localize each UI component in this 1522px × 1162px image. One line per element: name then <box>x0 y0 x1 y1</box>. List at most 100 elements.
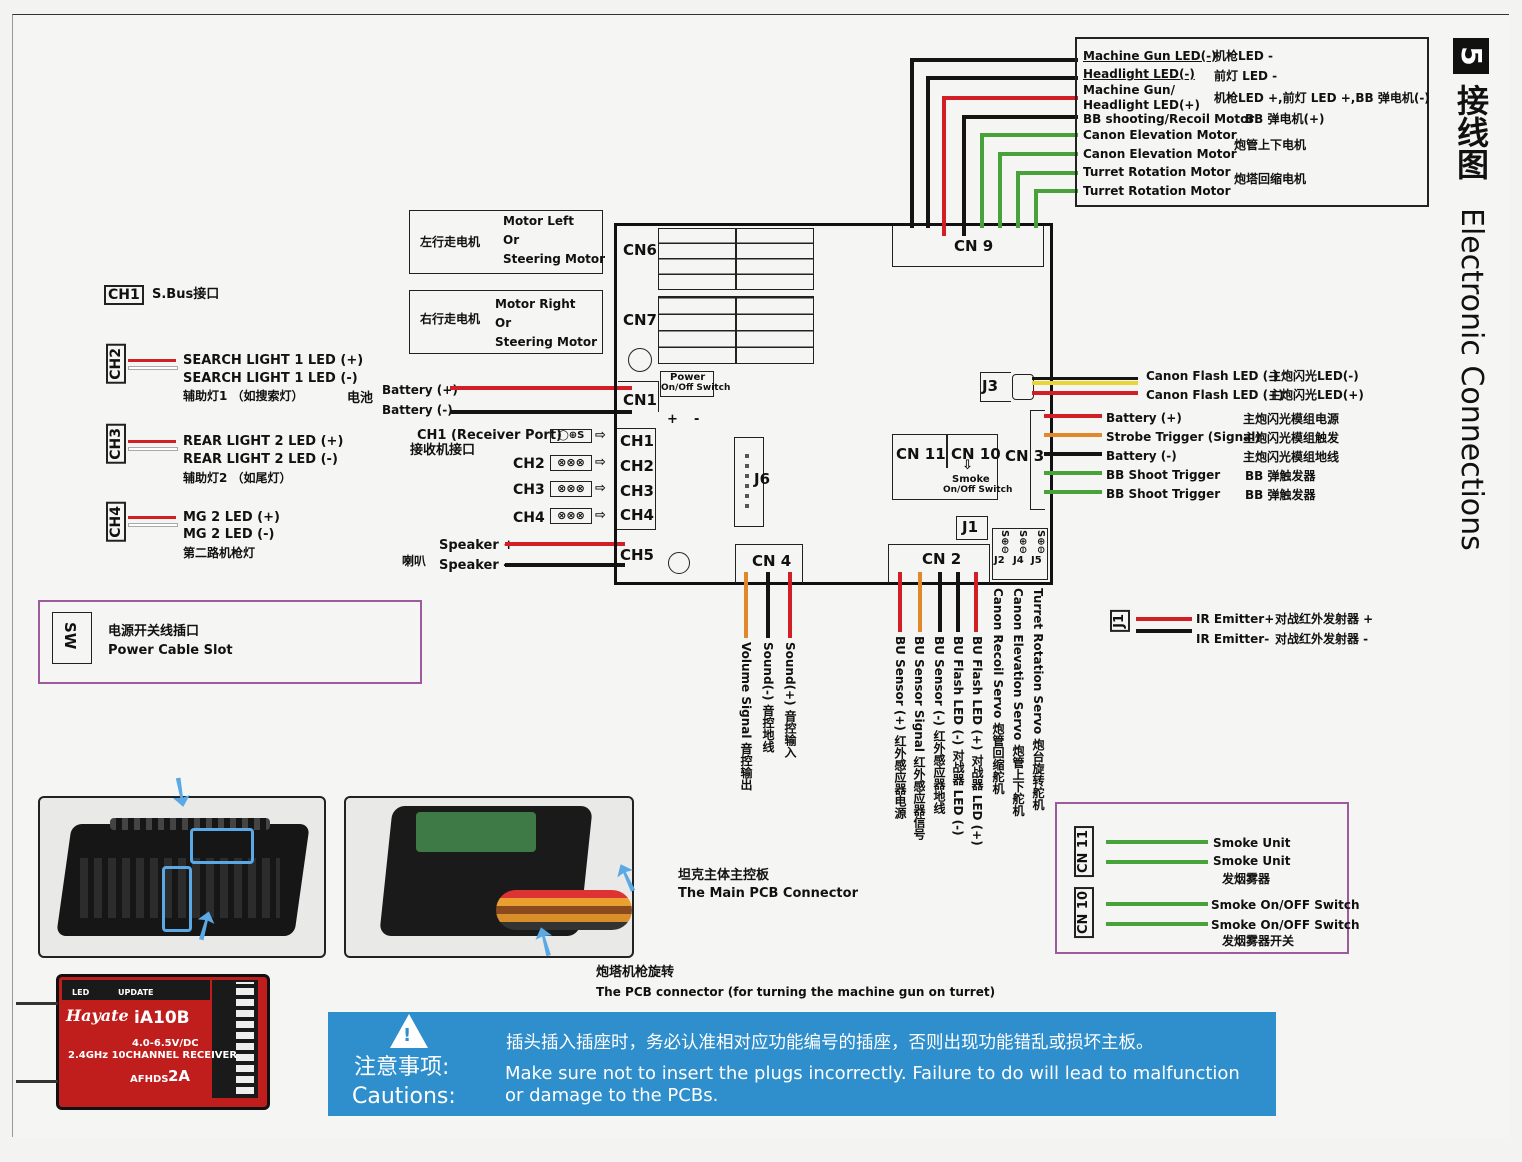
ch4-line1: MG 2 LED (+) <box>183 510 280 525</box>
receiver-led: LED <box>72 988 90 997</box>
j1-box <box>956 516 988 540</box>
cn3-l5-cn: BB 弹触发器 <box>1245 488 1316 502</box>
ch3-line2: REAR LIGHT 2 LED (-) <box>183 452 338 467</box>
motor-left-l2: Or <box>503 233 520 247</box>
board-ch3: CH3 <box>620 482 654 500</box>
ch3-line3: 辅助灯2 （如尾灯） <box>183 471 292 485</box>
j3-l1: Canon Flash LED (-) <box>1146 369 1279 383</box>
j1-ir-tag: J1 <box>1110 610 1130 632</box>
cn9-wire-3 <box>942 96 946 236</box>
blue-arrow-3-icon: ➘ <box>603 850 651 906</box>
smoke-arrow-icon: ⇩ <box>962 458 973 473</box>
cn9-wire-1 <box>910 58 914 228</box>
cn3-l5: BB Shoot Trigger <box>1106 487 1221 501</box>
cn3-l2-cn: 主炮闪光模组触发 <box>1243 431 1340 445</box>
cn3-wire-3 <box>1044 452 1102 456</box>
ir-l2: IR Emitter- <box>1196 632 1270 646</box>
cn4-wire-red <box>788 572 792 638</box>
ch1-text: S.Bus接口 <box>152 287 220 302</box>
main-pcb-en: The Main PCB Connector <box>678 886 858 901</box>
battery-cn: 电池 <box>347 391 374 406</box>
ch3-tag: CH3 <box>106 424 126 464</box>
caution-banner <box>328 1012 1276 1116</box>
j3-l2: Canon Flash LED (+) <box>1146 388 1284 402</box>
cn3-wire-5 <box>1044 490 1102 494</box>
motor-left-cn: 左行走电机 <box>420 235 481 249</box>
cn4-label: CN 4 <box>752 552 792 570</box>
highlight-top <box>190 828 254 864</box>
cn11-cn10-divider <box>946 434 948 468</box>
sw-line1: 电源开关线插口 <box>108 624 200 639</box>
cn9-r4-en: BB shooting/Recoil Motor <box>1083 112 1255 126</box>
motor-right-box <box>409 290 603 354</box>
ir-l2-cn: 对战红外发射器 - <box>1275 632 1369 646</box>
cn9-wire-5h <box>980 133 1078 137</box>
receiver-afhds2: 2A <box>168 1067 191 1085</box>
smoke-box <box>1055 802 1349 954</box>
cn3-l3: Battery (-) <box>1106 449 1177 463</box>
section-number: 5 <box>1453 38 1489 74</box>
motor-right-cn: 右行走电机 <box>420 312 481 326</box>
cn7-grid-divider <box>735 296 737 364</box>
j3-l1-cn: 主炮闪光LED(-) <box>1269 369 1359 383</box>
smoke-l1: Smoke Unit <box>1213 836 1291 850</box>
receiver-ch3: CH3 <box>513 482 545 498</box>
sw-tag: SW <box>61 622 79 650</box>
ch2-line3: 辅助灯1 （如搜索灯） <box>183 389 304 403</box>
servo-label-j4: Canon Elevation Servo 炮管上下舵机 <box>1011 588 1025 817</box>
cn9-wire-7 <box>1016 171 1020 228</box>
cn9-bracket <box>892 226 1044 267</box>
smoke-wire-1 <box>1106 840 1208 844</box>
receiver-afhds: AFHDS <box>130 1074 169 1085</box>
cn2-wire-2 <box>918 572 922 632</box>
cn2-label: CN 2 <box>922 550 962 568</box>
motor-left-box <box>409 210 603 274</box>
ch2-wire-white <box>128 366 178 370</box>
receiver-port-cn: 接收机接口 <box>410 443 476 458</box>
cable-bundle <box>496 890 632 930</box>
ir-l1-cn: 对战红外发射器 + <box>1275 612 1374 626</box>
cn4-label-sound-minus: Sound(-) 音控地线 <box>761 642 775 753</box>
ch2-wire-red <box>128 359 176 362</box>
arrow-ch3-icon: ⇨ <box>595 481 606 496</box>
cn6-grid-divider <box>735 228 737 290</box>
cn1-label: CN1 <box>623 391 657 409</box>
receiver-volt: 4.0-6.5V/DC <box>132 1038 199 1049</box>
ch2-tag: CH2 <box>106 344 126 384</box>
cn3-l3-cn: 主炮闪光模组地线 <box>1243 450 1340 464</box>
cn9-r3-cn: 机枪LED +,前灯 LED +,BB 弹电机(-) <box>1214 91 1430 105</box>
sw-tag-box <box>52 612 92 664</box>
battery-wire-red <box>450 386 632 390</box>
cn9-r2-cn: 前灯 LED - <box>1214 69 1278 83</box>
j6-label: J6 <box>754 470 771 488</box>
title-en: Electronic Connections <box>1454 208 1489 551</box>
cn11-cn10-box <box>892 434 998 500</box>
battery-wire-black <box>450 410 632 414</box>
servo-j4-label: J4 <box>1013 555 1024 566</box>
receiver-desc: 2.4GHz 10CHANNEL RECEIVER <box>68 1050 238 1061</box>
highlight-side <box>162 866 192 932</box>
receiver-ch2: CH2 <box>513 456 545 472</box>
cn9-wire-8 <box>1034 189 1038 228</box>
cn3-bracket <box>1030 410 1045 510</box>
smoke-l2: Smoke Unit <box>1213 854 1291 868</box>
j6-pins <box>745 448 749 508</box>
turret-cn: 炮塔机枪旋转 <box>596 965 675 980</box>
cn2-label-2: BU Sensor Signal 红外感应器信号 <box>912 636 926 841</box>
receiver-update: UPDATE <box>118 988 154 997</box>
motor-left-l3: Steering Motor <box>503 252 606 266</box>
blue-arrow-4-icon: ➘ <box>518 913 571 971</box>
smoke-cn11-tag: CN 11 <box>1074 826 1094 878</box>
photo-connector-2 <box>344 796 634 958</box>
j3-label: J3 <box>982 377 999 395</box>
j1-label: J1 <box>962 518 979 536</box>
cn9-wire-5 <box>980 133 984 228</box>
motor-right-l1: Motor Right <box>495 297 576 311</box>
cn4-label-sound-plus: Sound(+) 音控输入 <box>783 642 797 758</box>
smoke-wire-3 <box>1106 902 1208 906</box>
cn3-wire-2 <box>1044 433 1102 437</box>
receiver-antenna-1 <box>16 1002 58 1005</box>
smoke-wire-2 <box>1106 860 1208 864</box>
servo-label-j5: Turret Rotation Servo 炮台旋转舵机 <box>1031 588 1045 811</box>
connector-top-pins <box>110 818 270 830</box>
